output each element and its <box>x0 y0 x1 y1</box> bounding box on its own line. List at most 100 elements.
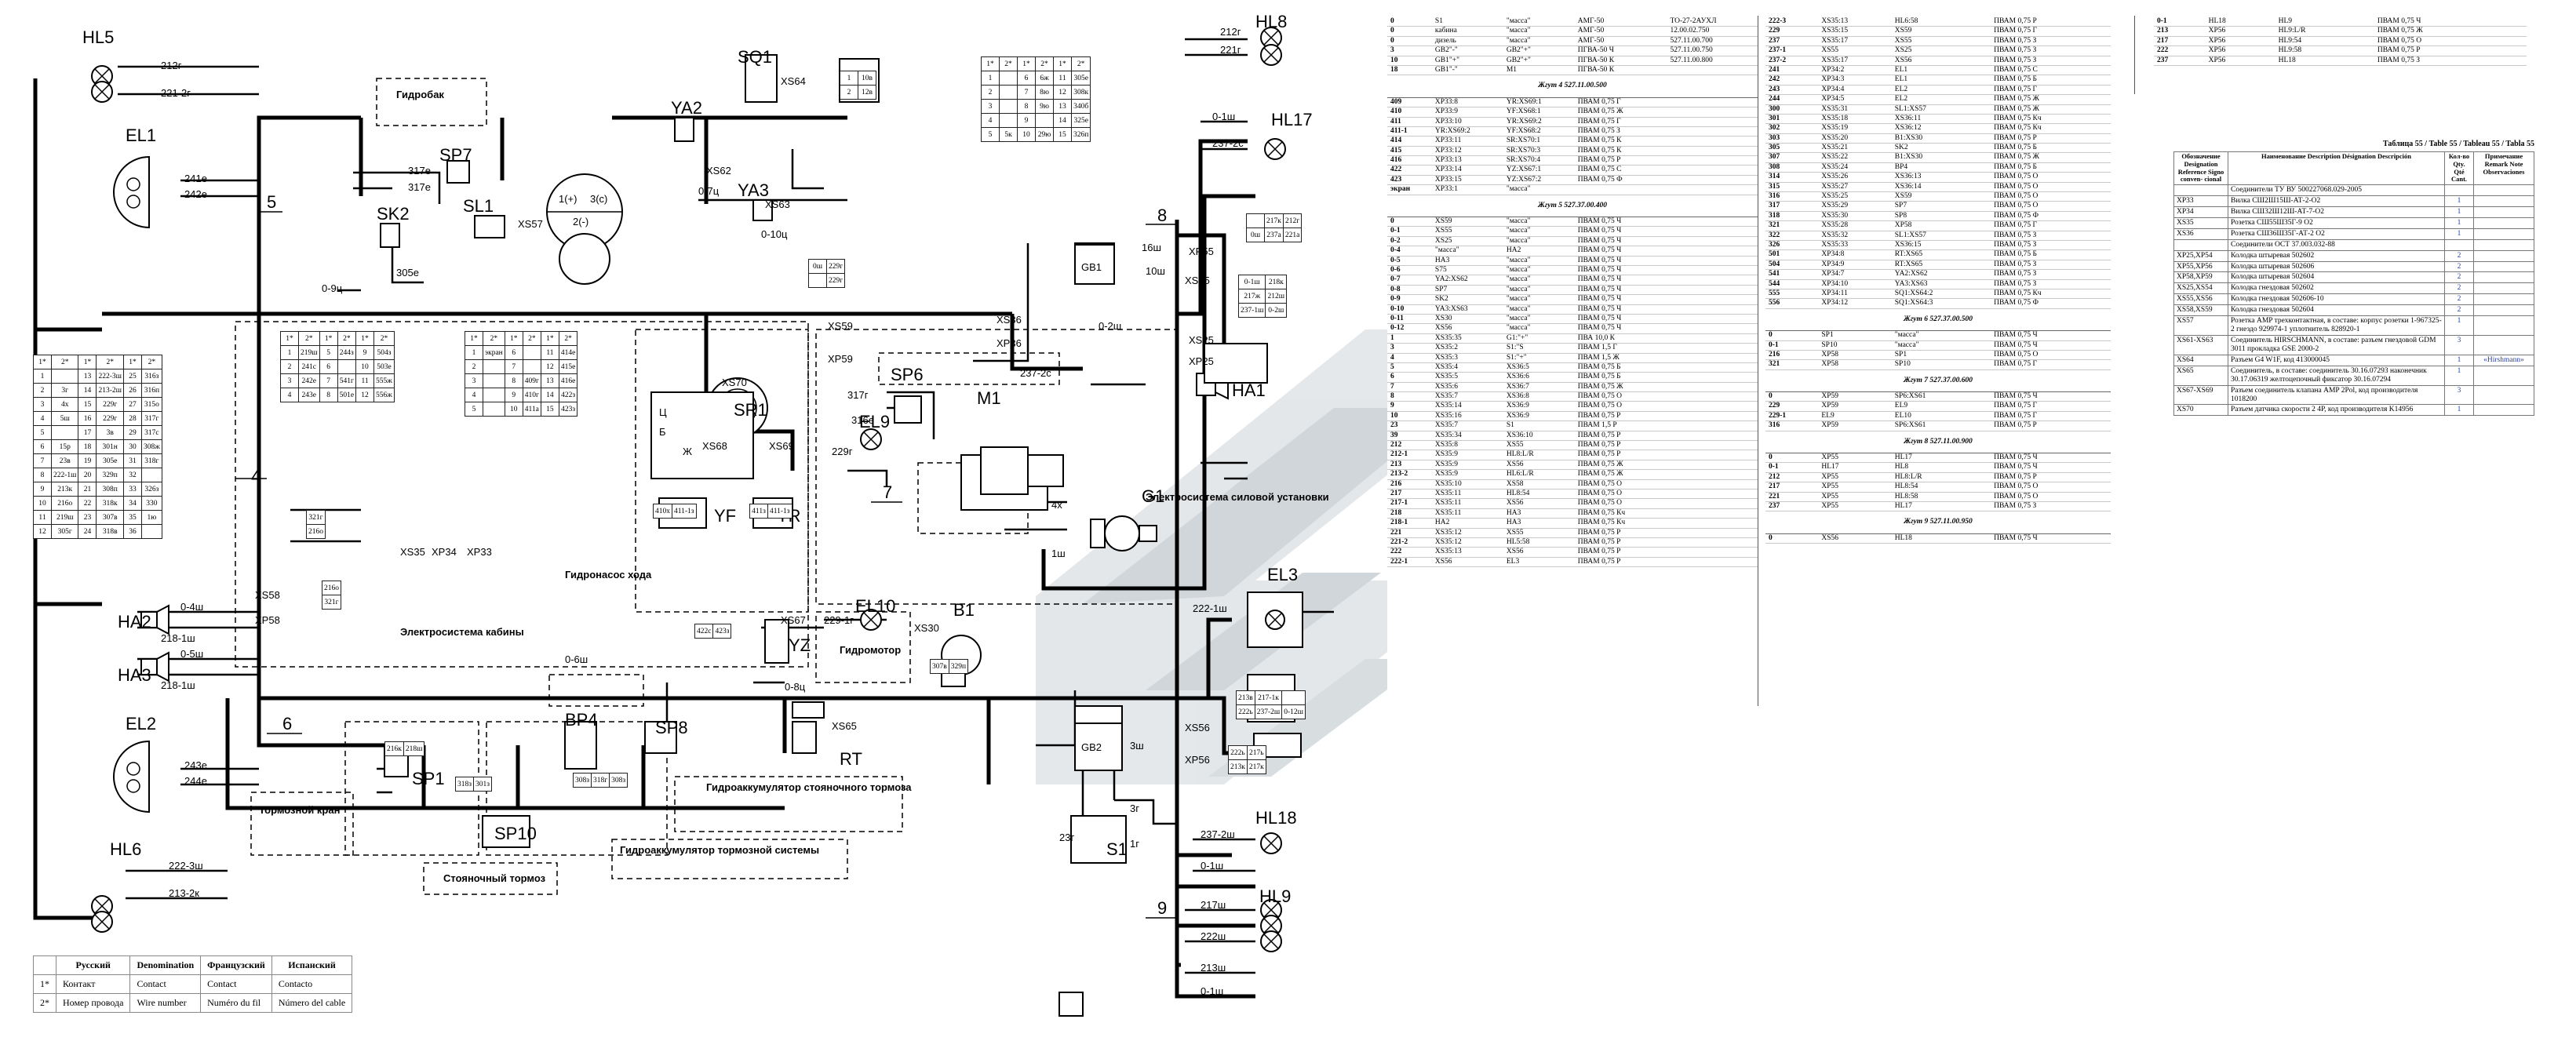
cell: XP55 <box>1818 492 1892 502</box>
cell: XP58 <box>1818 359 1892 370</box>
cell: XS35:34 <box>1431 431 1503 442</box>
cell: ПВАМ 0,75 Б <box>1991 162 2111 173</box>
cell <box>50 425 79 440</box>
cell: XS35:9 <box>1431 450 1503 460</box>
cell: 423 <box>1387 175 1432 186</box>
cell: XS35:9 <box>1431 469 1503 480</box>
cell: HL17 <box>1891 453 1991 464</box>
cell: ПВАМ 0,75 Ф <box>1991 211 2111 222</box>
cell: 26 <box>122 383 142 398</box>
cell: 1 <box>465 345 483 360</box>
cell: ПВАМ 0,75 Ч <box>1574 314 1667 325</box>
cell: ПВАМ 0,75 Г <box>1991 85 2111 96</box>
cell <box>1667 304 1758 315</box>
cell: ПВАМ 0,75 З <box>1574 126 1667 137</box>
cell: XS36:6 <box>1503 372 1575 383</box>
svg-text:B1: B1 <box>953 600 975 620</box>
cell: 29ю <box>1035 127 1054 142</box>
cell: XP34:4 <box>1818 85 1892 96</box>
cell: 315 <box>1765 182 1819 193</box>
cell: EL9 <box>1818 411 1892 422</box>
cell: YA3:XS63 <box>1891 279 1991 289</box>
cell: 11 <box>1053 71 1072 86</box>
cell <box>2473 384 2534 406</box>
zone-park-brake: Стояночный тормоз <box>443 872 546 884</box>
cell: 212 <box>1765 472 1819 483</box>
pin-table-xs35: 321г 216о <box>306 510 326 539</box>
cell: XS36:7 <box>1503 382 1575 393</box>
cell: XS56 <box>1503 498 1575 509</box>
cell: SQ1:XS64:2 <box>1891 289 1991 300</box>
svg-text:4х: 4х <box>1051 499 1062 511</box>
cell: XS55 <box>1431 226 1503 237</box>
cell: XS35:12 <box>1431 537 1503 548</box>
cell: XS35:14 <box>1431 401 1503 412</box>
cell <box>1667 97 1758 108</box>
cell: ПВАМ 0,75 З <box>1991 279 2111 289</box>
svg-text:305е: 305е <box>396 267 419 278</box>
cell: Вилка СШ2Ш15Ш-АТ-2-О2 <box>2228 195 2445 207</box>
svg-text:0-6ш: 0-6ш <box>565 653 588 665</box>
cell: RT:XS65 <box>1891 249 1991 260</box>
cell: ПВАМ 0,75 Ж <box>1574 460 1667 471</box>
cell: 307в <box>96 510 124 525</box>
cell <box>1667 343 1758 354</box>
cell: 6 <box>1387 372 1432 383</box>
cell: 8 <box>504 373 523 388</box>
cell: 0 <box>1765 453 1819 464</box>
horn-icon <box>140 604 169 635</box>
cell: 222-1 <box>1387 557 1432 568</box>
cell: дизель <box>1431 36 1503 47</box>
cell: 14 <box>78 383 97 398</box>
svg-text:XS64: XS64 <box>781 75 806 87</box>
cell: 409 <box>1387 97 1432 108</box>
cell: ПВАМ 0,75 Г <box>1574 97 1667 108</box>
section-title: Жгут 8 527.11.00.900 <box>1765 431 2111 454</box>
cell: "масса" <box>1503 256 1575 267</box>
cell: ПВАМ 0,75 Ч <box>1574 304 1667 315</box>
cell: XP34:3 <box>1818 75 1892 86</box>
cell: XS36:12 <box>1891 123 1991 134</box>
cell: 307 <box>1765 152 1819 163</box>
cell: 501е <box>337 388 357 402</box>
cell: XS35:8 <box>1431 440 1503 451</box>
cell: 12.00.02.750 <box>1667 26 1758 37</box>
cell <box>1667 391 1758 402</box>
pin-table-xp58: 216о 321г <box>322 581 341 610</box>
svg-text:222-3ш: 222-3ш <box>169 860 203 872</box>
cell: ПВАМ 0,75 О <box>1991 191 2111 202</box>
zone-hydromotor: Гидромотор <box>840 644 901 656</box>
cell: 19 <box>78 453 97 468</box>
cell: EL3 <box>1503 557 1575 568</box>
cell: GB2"+" <box>1503 45 1575 56</box>
cell: 317с <box>140 425 162 440</box>
cell: Contact <box>129 974 202 994</box>
cell: 411 <box>1387 117 1432 127</box>
cell: XS36:8 <box>1503 391 1575 402</box>
cell: 2* <box>33 993 56 1013</box>
cell: "масса" <box>1503 294 1575 305</box>
